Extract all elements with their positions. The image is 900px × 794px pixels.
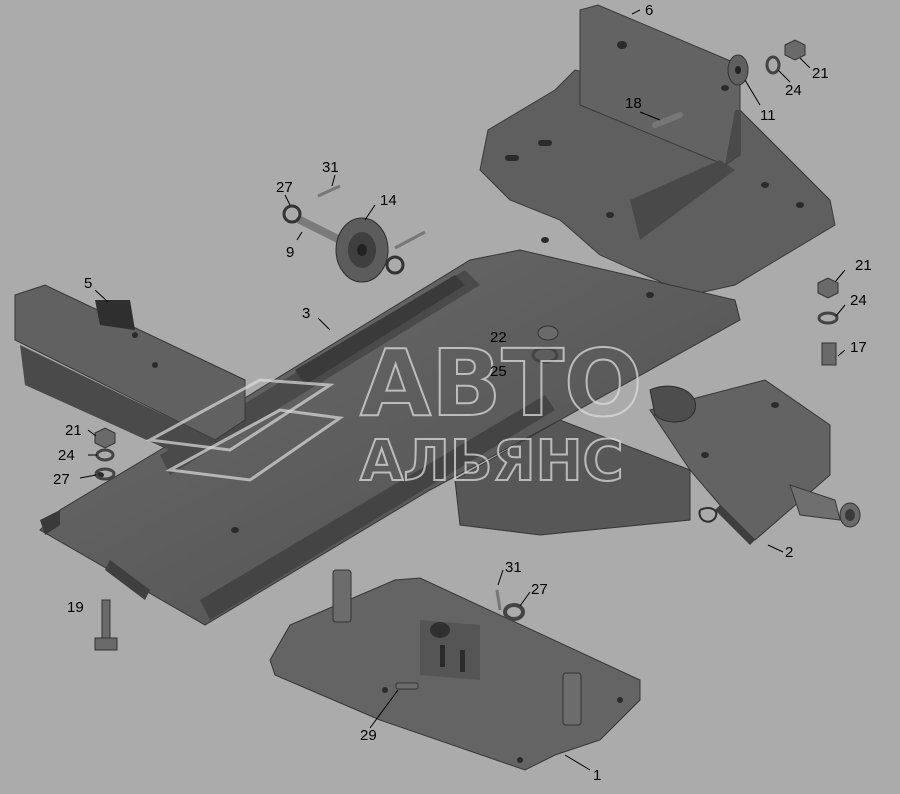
watermark: АВТО АЛЬЯНС — [145, 329, 643, 495]
watermark-line-2: АЛЬЯНС — [360, 429, 624, 494]
lower-support-block — [454, 419, 691, 536]
bolt-part-18 — [652, 112, 683, 128]
callout-27-top: 27 — [276, 179, 293, 196]
callouts: 6 21 24 11 18 31 27 14 9 5 3 22 25 21 24… — [53, 2, 872, 784]
left-fasteners — [94, 427, 116, 481]
left-bracket-part-5 — [14, 284, 246, 455]
callout-21-top: 21 — [812, 65, 829, 82]
right-fasteners — [817, 277, 839, 366]
leader-lines — [79, 9, 846, 771]
bolt-part-19 — [94, 599, 118, 651]
callout-25: 25 — [490, 363, 507, 380]
callout-22: 22 — [490, 329, 507, 346]
callout-5: 5 — [84, 275, 92, 292]
callout-18: 18 — [625, 95, 642, 112]
callout-19: 19 — [67, 599, 84, 616]
callout-2: 2 — [785, 544, 793, 561]
watermark-line-1: АВТО — [360, 330, 642, 437]
callout-11: 11 — [760, 107, 776, 124]
bottom-plate-part-1 — [269, 569, 641, 771]
callout-24-left: 24 — [58, 447, 75, 464]
callout-31-top: 31 — [322, 159, 339, 176]
callout-27-left: 27 — [53, 471, 70, 488]
callout-24-right: 24 — [850, 292, 867, 309]
callout-6: 6 — [645, 2, 653, 19]
callout-21-right: 21 — [855, 257, 872, 274]
callout-31-bottom: 31 — [505, 559, 522, 576]
callout-29: 29 — [360, 727, 377, 744]
bolt-and-washer-center — [531, 325, 559, 364]
main-frame-part-3 — [39, 237, 741, 626]
callout-17: 17 — [850, 339, 867, 356]
pulley-part-14 — [282, 184, 426, 283]
callout-14: 14 — [380, 192, 397, 209]
callout-27-bottom: 27 — [531, 581, 548, 598]
callout-21-left: 21 — [65, 422, 82, 439]
callout-24-top: 24 — [785, 82, 802, 99]
callout-1: 1 — [593, 767, 601, 784]
pin-and-washer-bottom — [495, 589, 525, 621]
housing-part-2 — [649, 379, 861, 545]
top-right-fasteners — [727, 39, 806, 86]
bracket-plate-part-6 — [479, 4, 836, 296]
callout-3: 3 — [302, 305, 310, 322]
callout-9: 9 — [286, 244, 294, 261]
